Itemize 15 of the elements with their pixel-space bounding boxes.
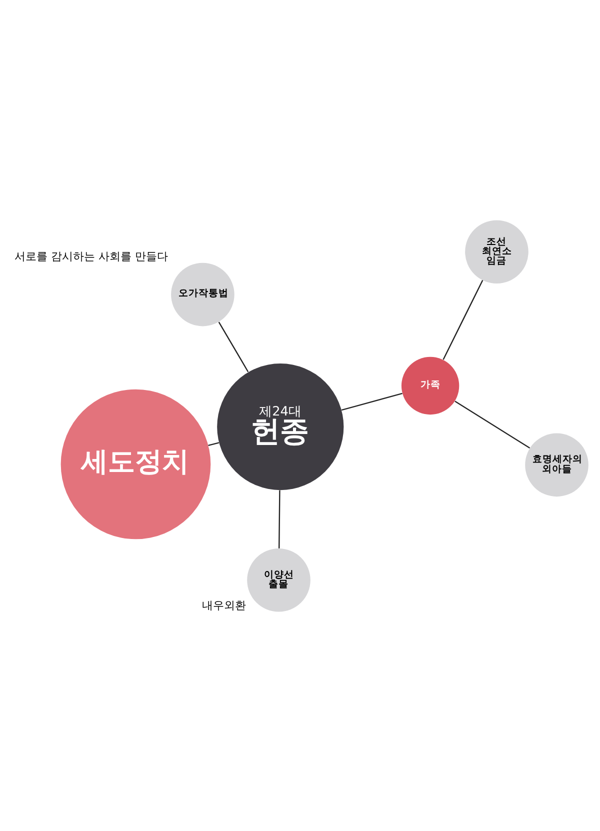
node-label: 서로를 감시하는 사회를 만들다 — [14, 249, 168, 262]
connector — [218, 321, 249, 372]
connector — [454, 400, 530, 448]
connector — [341, 392, 402, 410]
connector — [278, 490, 280, 548]
node-circle: 세도정치 — [60, 388, 211, 539]
node-circle: 이양선 출몰 — [247, 548, 310, 612]
connector — [442, 279, 484, 360]
node-label: 내우외환 — [202, 598, 246, 612]
connector — [208, 442, 220, 446]
node-circle: 제24대 헌종 — [217, 363, 344, 490]
node-circle: 오가작통법 — [171, 262, 234, 326]
node-circle: 효명세자의 외아들 — [525, 432, 588, 496]
node-circle: 조선 최연소 임금 — [465, 220, 528, 283]
node-circle: 가족 — [401, 356, 460, 414]
